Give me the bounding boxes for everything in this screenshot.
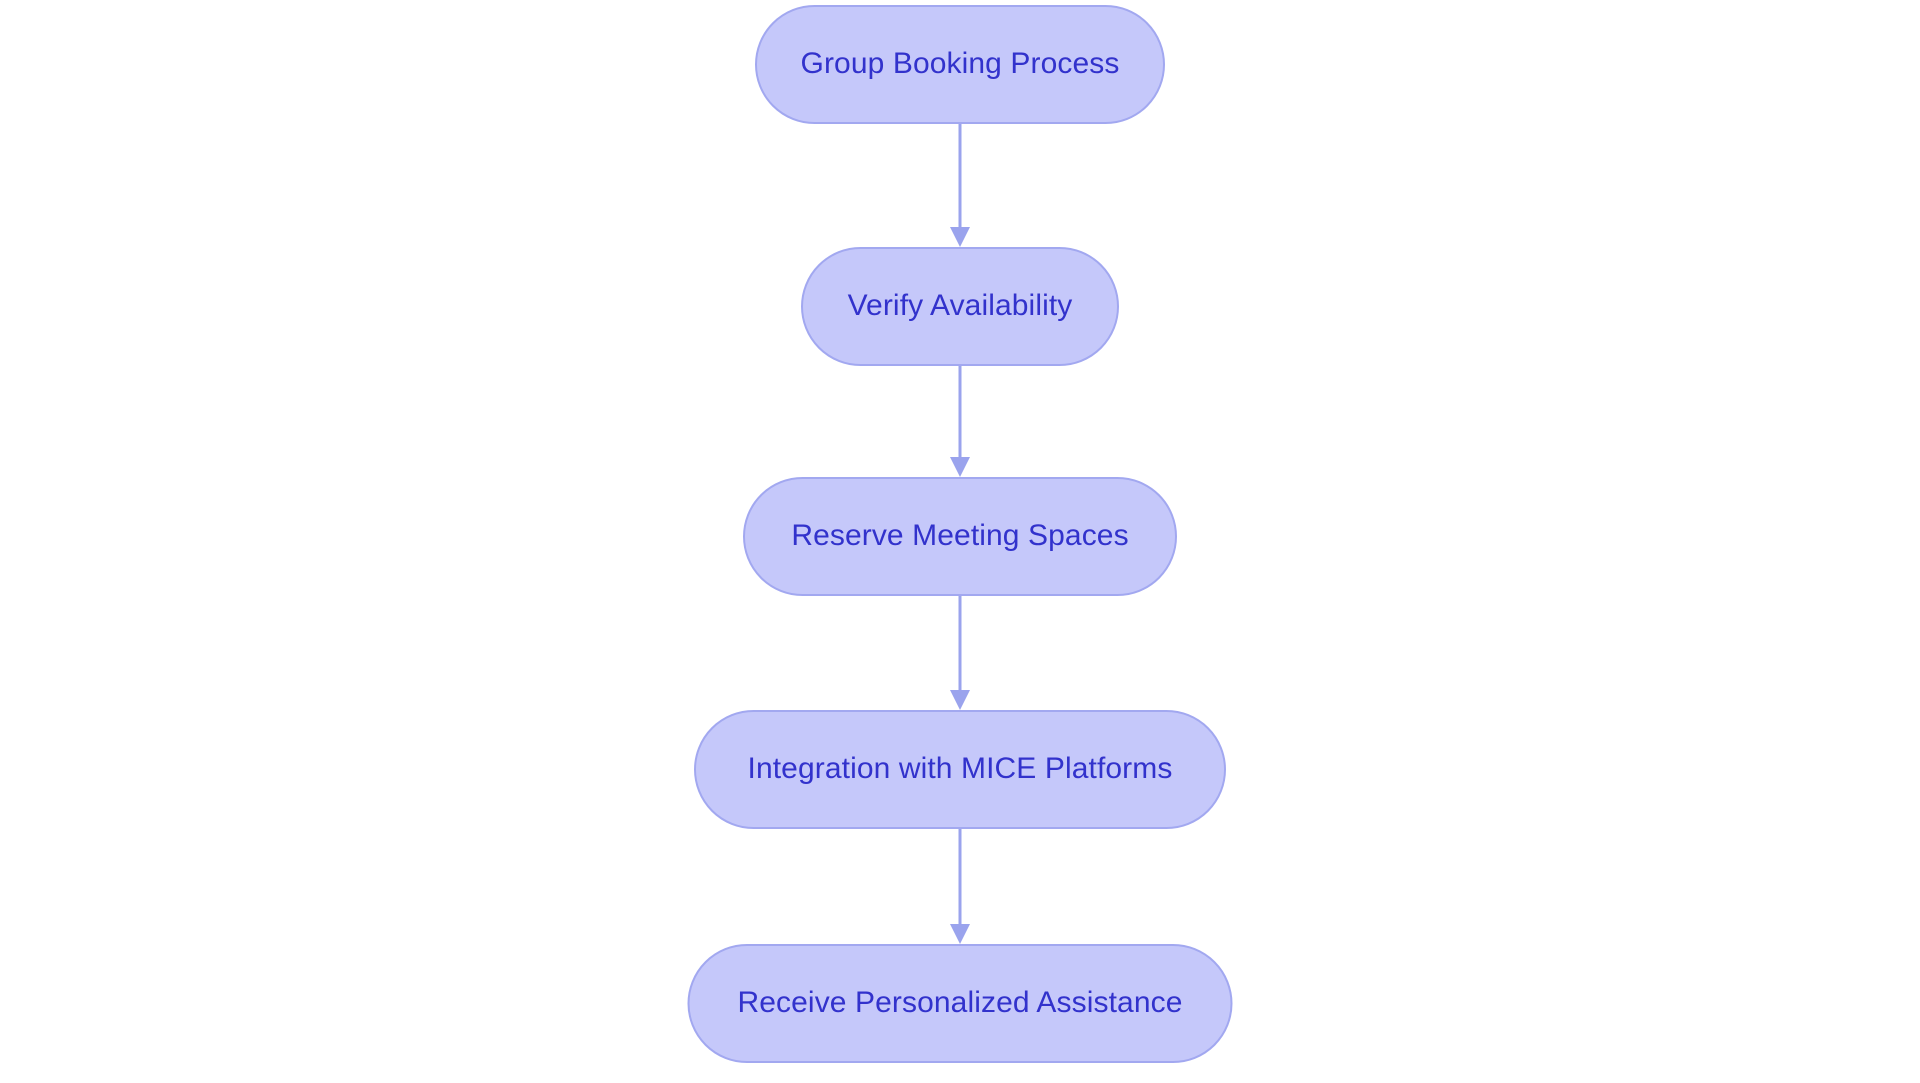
flowchart-edge-1	[950, 124, 970, 247]
flowchart-node-receive-personalized-assistance[interactable]: Receive Personalized Assistance	[687, 944, 1233, 1063]
flowchart-node-label: Group Booking Process	[800, 47, 1120, 81]
flowchart-node-verify-availability[interactable]: Verify Availability	[801, 247, 1119, 366]
arrowhead-icon	[950, 227, 970, 247]
flowchart-edge-3	[950, 596, 970, 710]
flowchart-node-label: Verify Availability	[847, 289, 1073, 323]
flowchart-node-label: Reserve Meeting Spaces	[791, 519, 1129, 553]
arrowhead-icon	[950, 457, 970, 477]
arrowhead-icon	[950, 690, 970, 710]
flowchart-edge-2	[950, 366, 970, 477]
arrowhead-icon	[950, 924, 970, 944]
flowchart-node-reserve-meeting-spaces[interactable]: Reserve Meeting Spaces	[743, 477, 1177, 596]
flowchart-node-group-booking-process[interactable]: Group Booking Process	[755, 5, 1165, 124]
flowchart-node-integration-with-mice-platforms[interactable]: Integration with MICE Platforms	[694, 710, 1226, 829]
flowchart-node-label: Integration with MICE Platforms	[747, 752, 1173, 786]
flowchart-edge-4	[950, 829, 970, 944]
flowchart-node-label: Receive Personalized Assistance	[737, 986, 1183, 1020]
